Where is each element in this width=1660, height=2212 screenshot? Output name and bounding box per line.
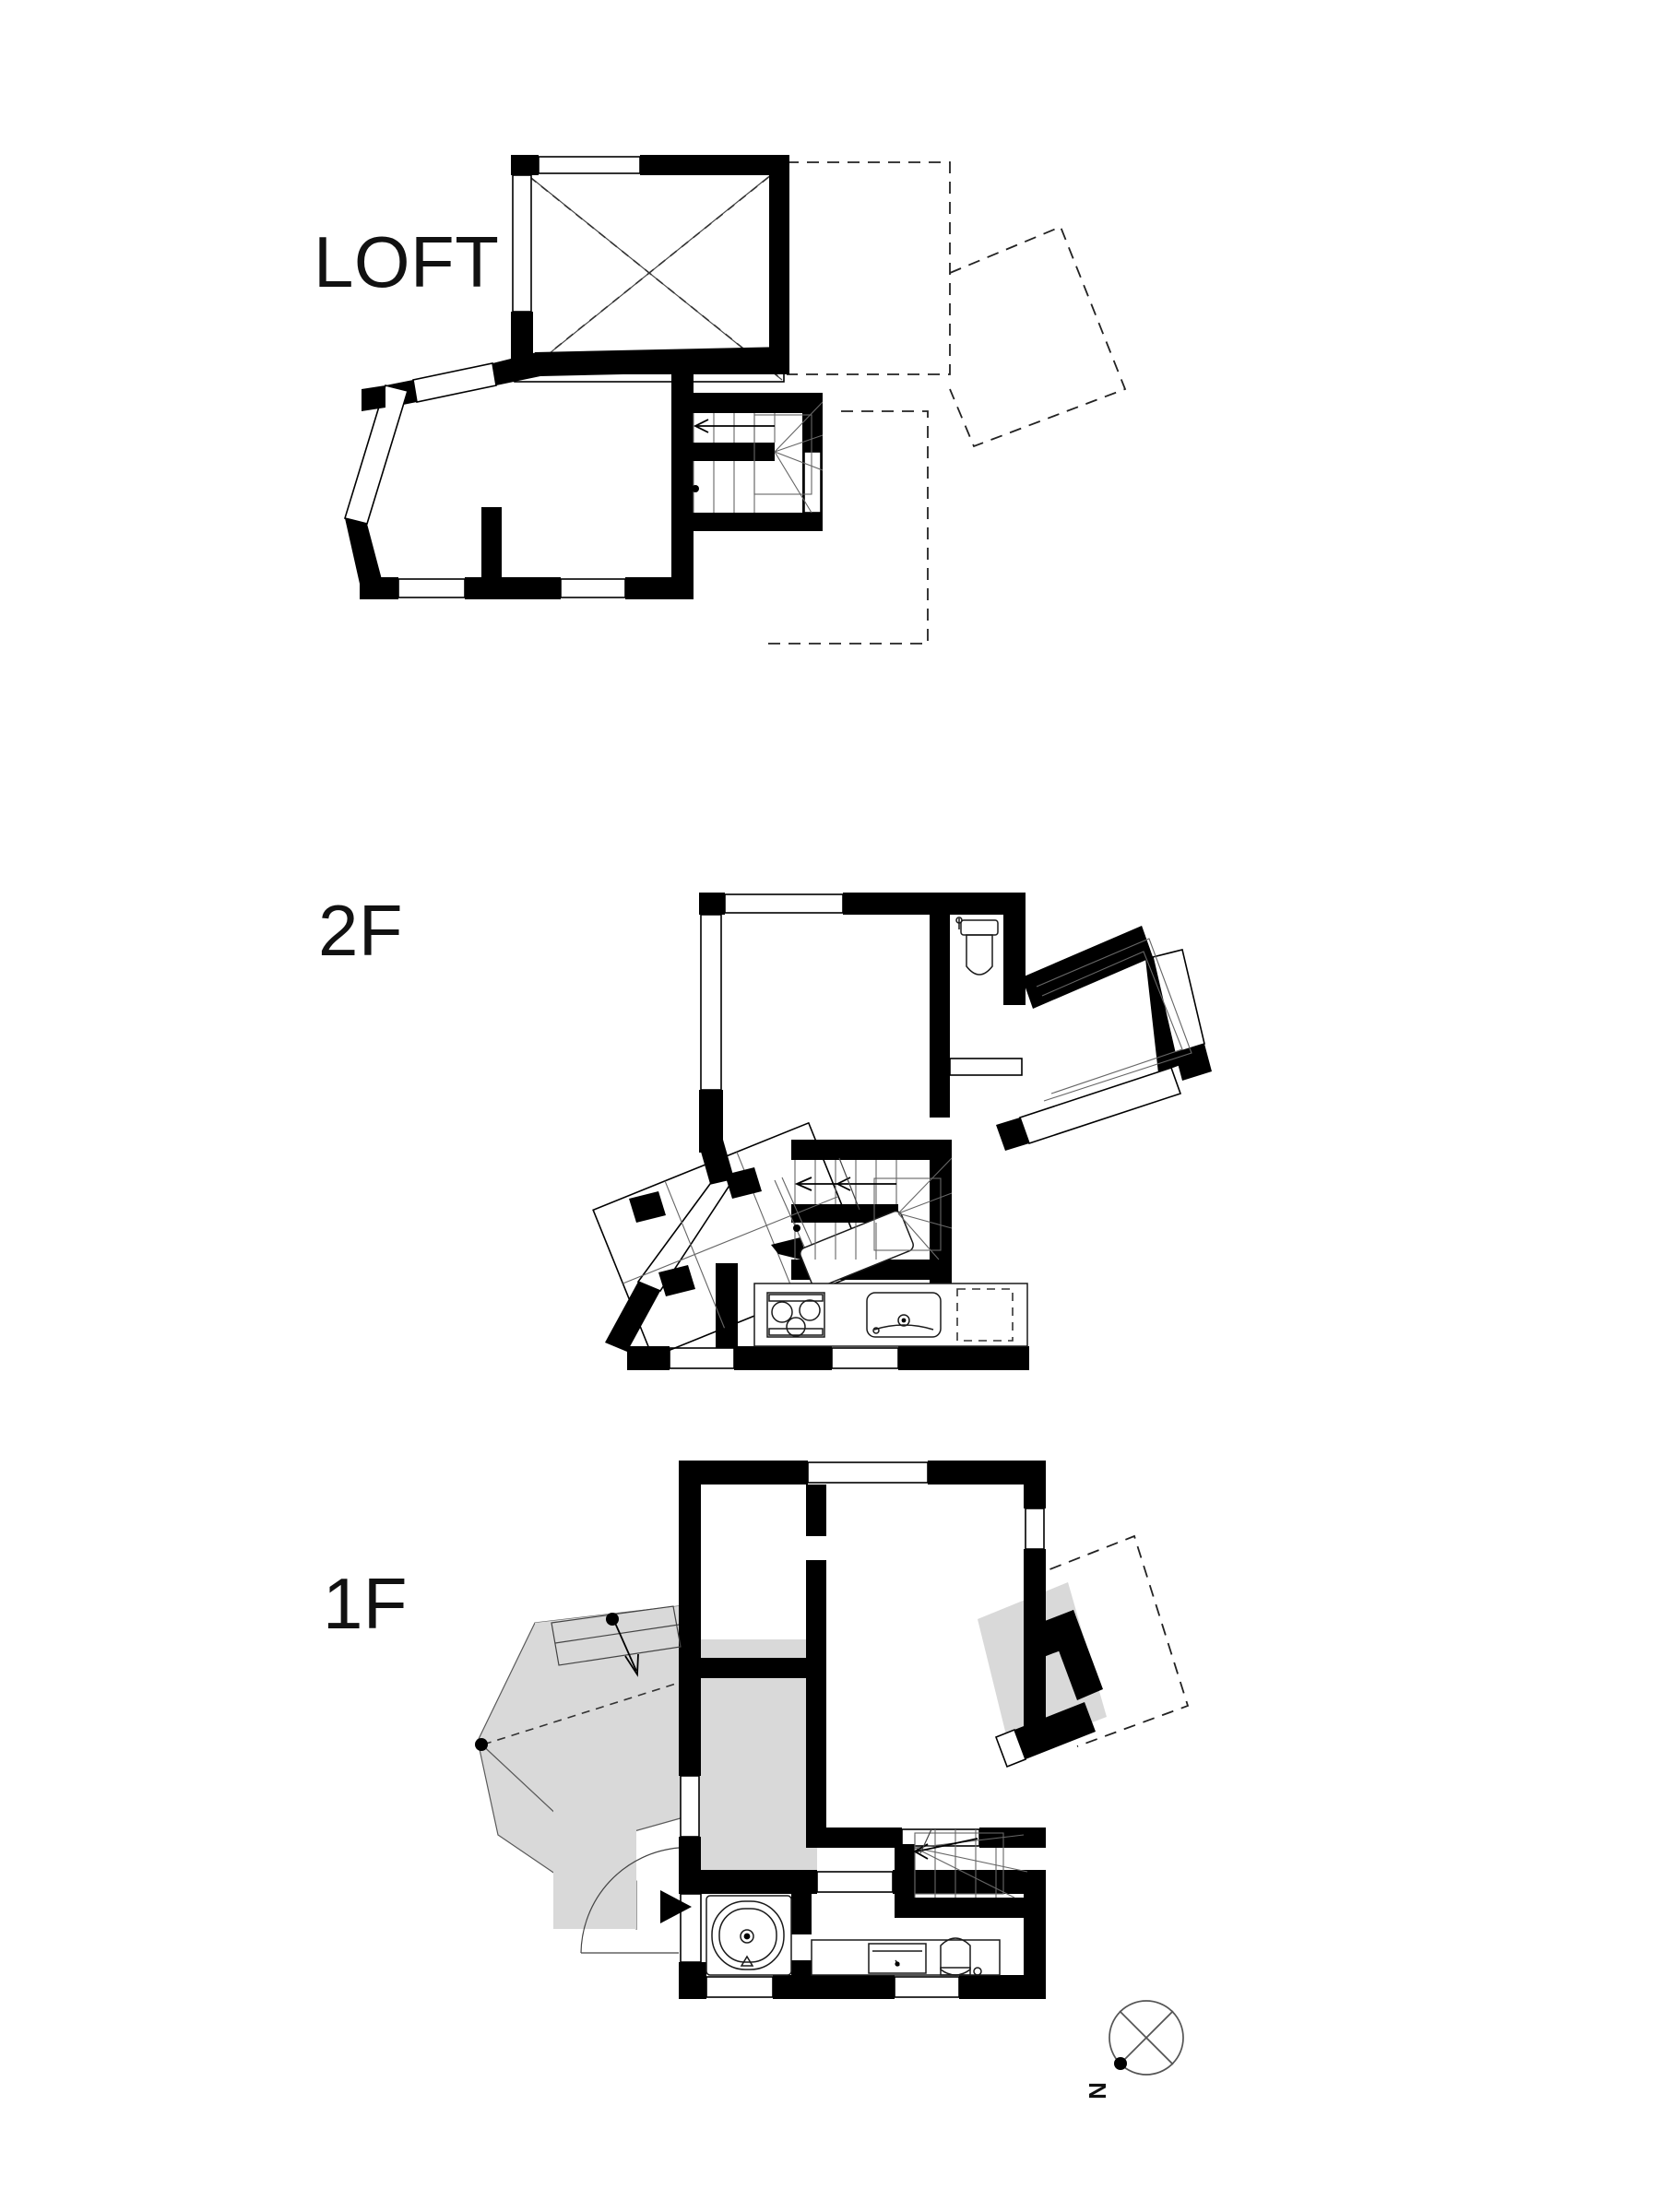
first-floor-plan-drawing [475, 1461, 1190, 1999]
2f-dining-table [800, 1210, 914, 1289]
loft-dashed-outline-beyond [764, 161, 1127, 645]
1f-bathtub [706, 1895, 792, 1976]
1f-washbasin [811, 1939, 1001, 1976]
compass-north-label: N [1083, 2082, 1111, 2100]
1f-toilet-fixture [940, 1937, 982, 1976]
1f-entrance-door [580, 1847, 692, 1954]
1f-winder-stair [911, 1828, 1028, 1909]
second-floor-plan-drawing [592, 893, 1212, 1370]
floor-plan-loft: LOFT [0, 0, 1660, 738]
loft-winder-stair [692, 401, 824, 514]
compass-rose [1096, 1990, 1197, 2091]
2f-kitchen-counter [753, 1283, 1028, 1347]
2f-kitchen-sink [866, 1292, 942, 1338]
1f-dashed-outline-beyond [1030, 1534, 1190, 1747]
floor-plan-2f: 2F [0, 738, 1660, 1475]
loft-walls [343, 155, 823, 599]
2f-tatami-walls [629, 1167, 827, 1296]
1f-stair-down-arrow [913, 1828, 978, 1860]
floor-label-1f: 1F [323, 1563, 409, 1644]
floor-label-loft: LOFT [314, 221, 500, 302]
1f-approach-dashed-line [475, 1677, 694, 1751]
2f-kitchen-cooktop [766, 1292, 825, 1338]
loft-stair-up-arrow [693, 419, 775, 433]
compass-rose-icon [1109, 2000, 1184, 2076]
floor-label-2f: 2F [318, 890, 404, 971]
1f-walls [679, 1461, 1103, 1999]
loft-plan-drawing [343, 155, 1127, 645]
2f-stair-direction-arrows [794, 1157, 896, 1211]
2f-toilet-fixture [955, 917, 999, 976]
floor-plan-1f: 1F [0, 1420, 1660, 2212]
2f-refrigerator-space [956, 1288, 1014, 1342]
1f-entry-step [551, 1605, 682, 1677]
2f-winder-stair [793, 1157, 953, 1260]
